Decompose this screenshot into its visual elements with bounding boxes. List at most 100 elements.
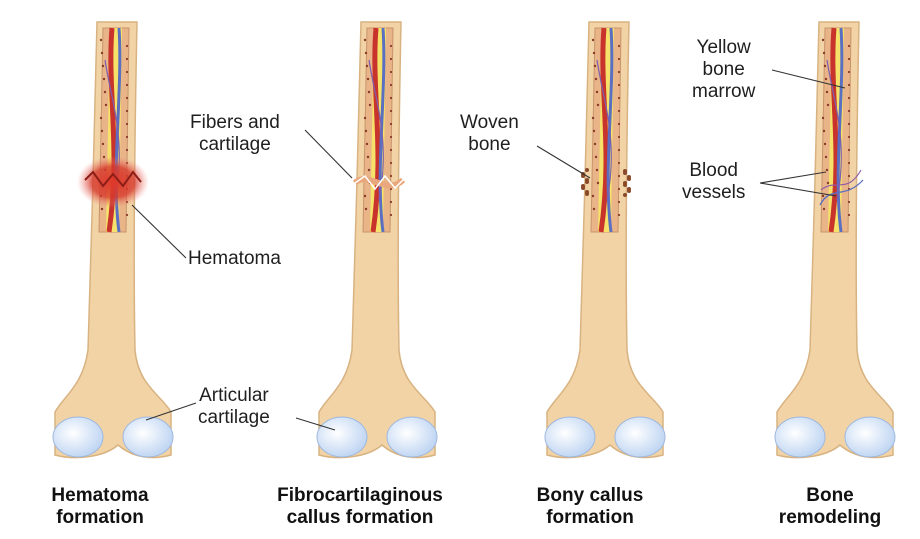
bone-speck xyxy=(594,65,596,67)
woven-bone-dot xyxy=(627,175,631,179)
bone-speck xyxy=(390,97,392,99)
bone-speck xyxy=(595,156,597,158)
bone-speck xyxy=(848,84,850,86)
bone-speck xyxy=(364,39,366,41)
bone-speck xyxy=(126,149,128,151)
woven-bone-dot xyxy=(627,187,631,191)
bone-speck xyxy=(390,123,392,125)
label-woven-bone: Wovenbone xyxy=(460,112,519,156)
bone-speck xyxy=(367,78,369,80)
leader-hematoma xyxy=(132,205,186,258)
label-hematoma: Hematoma xyxy=(188,248,281,270)
bone-speck xyxy=(366,65,368,67)
bone-speck xyxy=(390,214,392,216)
bone-speck xyxy=(618,136,620,138)
bone-2 xyxy=(317,22,437,458)
bone-speck xyxy=(126,123,128,125)
bone-speck xyxy=(390,45,392,47)
articular-cartilage-left xyxy=(775,417,825,457)
stage-title-bony-callus-formation: Bony callusformation xyxy=(515,485,665,529)
bone-speck xyxy=(848,71,850,73)
bone-speck xyxy=(824,65,826,67)
bone-speck xyxy=(848,136,850,138)
bone-speck xyxy=(848,97,850,99)
bone-speck xyxy=(390,84,392,86)
leader-fibers-cartilage xyxy=(305,130,352,178)
bone-speck xyxy=(848,175,850,177)
bone-speck xyxy=(618,201,620,203)
label-articular-cartilage: Articularcartilage xyxy=(198,385,270,429)
bone-speck xyxy=(126,110,128,112)
bone-speck xyxy=(592,117,594,119)
bone-speck xyxy=(368,169,370,171)
bone-speck xyxy=(596,91,598,93)
woven-bone-dot xyxy=(585,168,589,172)
articular-cartilage-right xyxy=(845,417,895,457)
bone-speck xyxy=(369,104,371,106)
bone-speck xyxy=(618,97,620,99)
woven-bone-dot xyxy=(585,190,589,194)
woven-bone-dot xyxy=(623,169,627,173)
bone-speck xyxy=(824,143,826,145)
bone-speck xyxy=(126,97,128,99)
bone-speck xyxy=(597,182,599,184)
bone-speck xyxy=(102,143,104,145)
bone-speck xyxy=(827,182,829,184)
articular-cartilage-left xyxy=(53,417,103,457)
woven-bone-dot xyxy=(623,181,627,185)
bone-speck xyxy=(618,71,620,73)
stage-title-hematoma-formation: Hematomaformation xyxy=(20,485,180,529)
bone-speck xyxy=(823,52,825,54)
bone-speck xyxy=(618,175,620,177)
bone-speck xyxy=(826,91,828,93)
bone-speck xyxy=(848,201,850,203)
bone-speck xyxy=(595,78,597,80)
bone-4 xyxy=(775,22,895,458)
bone-speck xyxy=(848,162,850,164)
label-yellow-bone-marrow: Yellowbonemarrow xyxy=(692,37,755,103)
bone-speck xyxy=(825,156,827,158)
bone-speck xyxy=(822,195,824,197)
bone-speck xyxy=(618,84,620,86)
articular-cartilage-right xyxy=(387,417,437,457)
bone-speck xyxy=(825,78,827,80)
woven-bone-dot xyxy=(623,193,627,197)
bone-speck xyxy=(365,208,367,210)
bone-speck xyxy=(364,195,366,197)
bone-speck xyxy=(848,110,850,112)
articular-cartilage-left xyxy=(317,417,367,457)
bone-speck xyxy=(822,117,824,119)
bone-speck xyxy=(101,130,103,132)
bone-speck xyxy=(848,45,850,47)
bone-speck xyxy=(390,110,392,112)
stage-title-bone-remodeling: Boneremodeling xyxy=(760,485,900,529)
bone-speck xyxy=(823,208,825,210)
bone-speck xyxy=(366,143,368,145)
bone-speck xyxy=(365,130,367,132)
bone-speck xyxy=(822,39,824,41)
bone-speck xyxy=(390,71,392,73)
bone-speck xyxy=(593,208,595,210)
bone-speck xyxy=(848,149,850,151)
bone-speck xyxy=(126,84,128,86)
bone-speck xyxy=(848,214,850,216)
bone-speck xyxy=(618,162,620,164)
bone-1 xyxy=(53,22,173,458)
leader-woven-bone xyxy=(537,146,590,178)
bone-speck xyxy=(126,214,128,216)
bone-speck xyxy=(592,195,594,197)
bone-speck xyxy=(618,149,620,151)
bone-speck xyxy=(101,208,103,210)
bone-speck xyxy=(593,52,595,54)
bone-3 xyxy=(545,22,665,458)
bone-speck xyxy=(823,130,825,132)
bone-speck xyxy=(102,65,104,67)
bone-speck xyxy=(100,39,102,41)
stage-title-fibrocartilaginous-callus: Fibrocartilaginouscallus formation xyxy=(240,485,480,529)
bone-speck xyxy=(848,58,850,60)
bone-speck xyxy=(105,104,107,106)
bone-speck xyxy=(100,117,102,119)
bone-speck xyxy=(594,143,596,145)
